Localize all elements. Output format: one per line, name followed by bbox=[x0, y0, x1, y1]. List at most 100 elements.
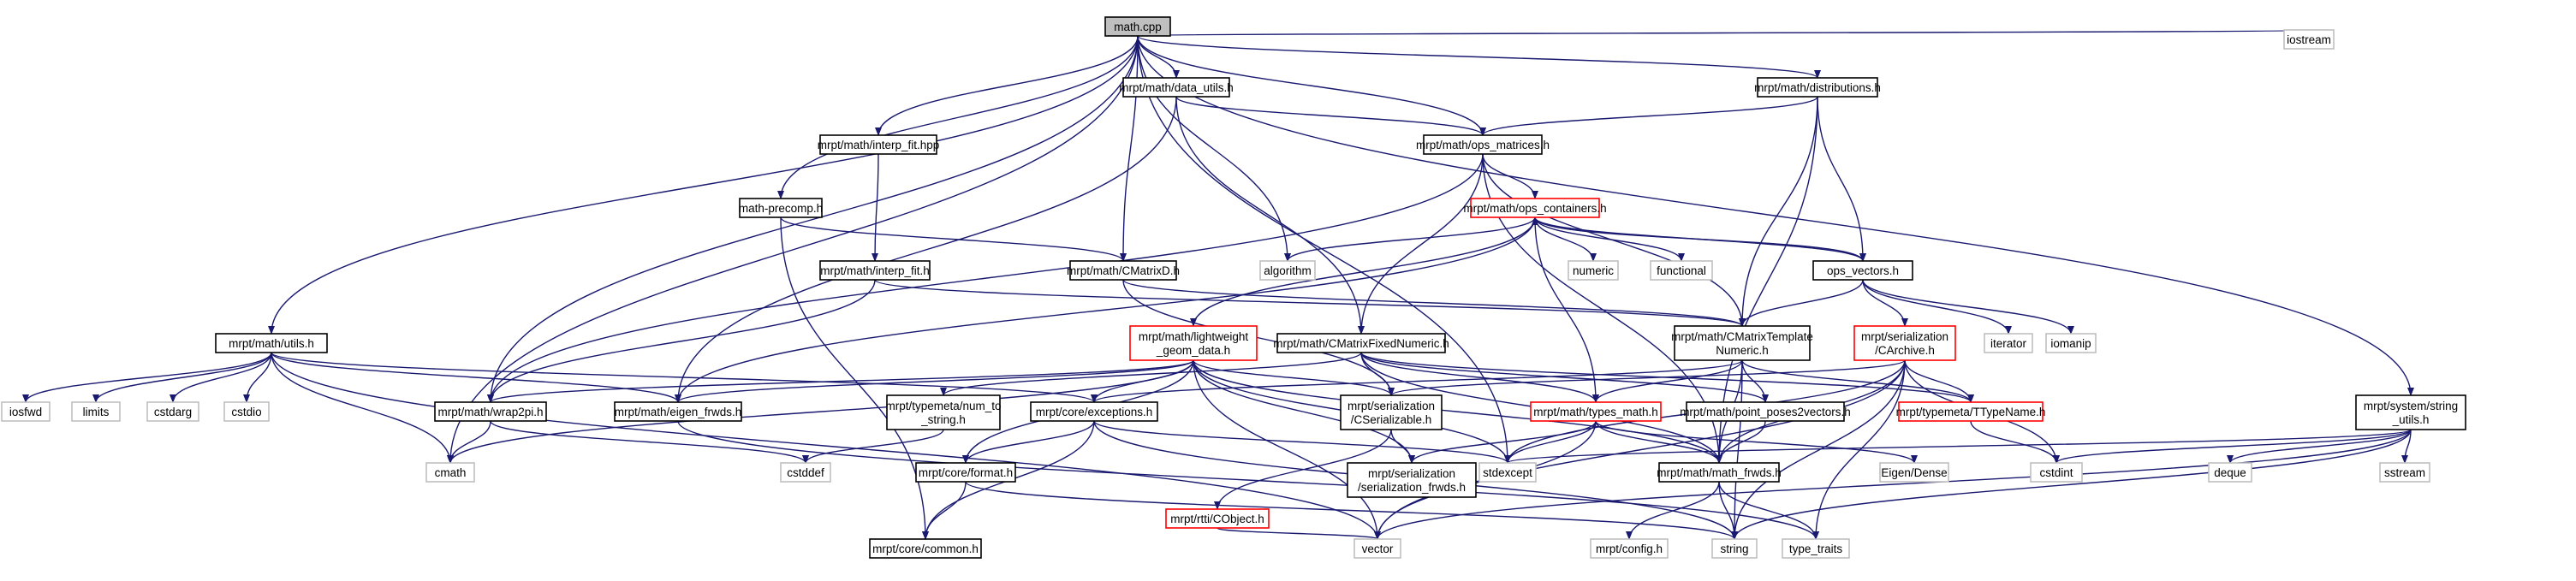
edge-utils-to-eigen_frwds bbox=[271, 352, 681, 403]
node-label: cstddef bbox=[787, 466, 824, 479]
node-string-utils[interactable]: mrpt/system/string_utils.h bbox=[2355, 394, 2466, 430]
node-box bbox=[1129, 325, 1258, 361]
node-cobject[interactable]: mrpt/rtti/CObject.h bbox=[1165, 508, 1270, 529]
node-format[interactable]: mrpt/core/format.h bbox=[915, 462, 1016, 483]
node-string: string bbox=[1711, 538, 1758, 559]
node-ops-matrices[interactable]: mrpt/math/ops_matrices.h bbox=[1416, 134, 1550, 155]
node-distributions[interactable]: mrpt/math/distributions.h bbox=[1754, 77, 1881, 98]
node-ops-vectors[interactable]: ops_vectors.h bbox=[1812, 260, 1913, 281]
edge-string_utils-to-vector bbox=[1374, 429, 2412, 540]
edge-utils-to-exceptions bbox=[271, 352, 1098, 403]
nodes-layer: math.cpp iostream mrpt/math/distributions.… bbox=[1, 16, 2466, 559]
node-lightweight[interactable]: mrpt/math/lightweight_geom_data.h bbox=[1129, 325, 1258, 361]
node-box bbox=[614, 401, 742, 422]
node-num-to-string[interactable]: mrpt/typemeta/num_to_string.h bbox=[885, 394, 1002, 430]
node-ttypename[interactable]: mrpt/typemeta/TTypeName.h bbox=[1896, 401, 2046, 422]
node-box bbox=[1353, 538, 1401, 559]
node-interp-fit-hpp[interactable]: mrpt/math/interp_fit.hpp bbox=[818, 134, 940, 155]
edge-string_utils-to-sstream bbox=[2401, 429, 2412, 464]
edge-distributions-to-ops_vectors bbox=[1817, 96, 1866, 262]
node-cserializable[interactable]: mrpt/serialization/CSerializable.h bbox=[1340, 394, 1443, 430]
edge-ops_vectors-to-iterator bbox=[1862, 279, 2012, 335]
node-ops-containers[interactable]: mrpt/math/ops_containers.h bbox=[1463, 198, 1607, 218]
edge-ops_containers-to-algorithm bbox=[1284, 216, 1536, 262]
edge-math_cpp-to-interp_fit_hpp bbox=[875, 35, 1139, 136]
edge-lightweight-to-serialization_frwds bbox=[1193, 359, 1415, 464]
node-box bbox=[1165, 508, 1270, 529]
edge-exceptions-to-format bbox=[962, 420, 1095, 464]
edge-interp_fit_h-to-cmatrixtemplate bbox=[874, 279, 1746, 327]
edge-math_cpp-to-cmath bbox=[447, 35, 1139, 464]
node-eigen-frwds[interactable]: mrpt/math/eigen_frwds.h bbox=[614, 401, 742, 422]
edge-ops_containers-to-types_math bbox=[1534, 216, 1599, 403]
node-carchive[interactable]: mrpt/serialization/CArchive.h bbox=[1853, 325, 1956, 361]
node-label: mrpt/math/types_math.h bbox=[1533, 406, 1658, 418]
node-label: Numeric.h bbox=[1716, 344, 1769, 357]
node-label: mrpt/math/math_frwds.h bbox=[1657, 466, 1782, 479]
node-box bbox=[1568, 260, 1619, 281]
node-iostream: iostream bbox=[2283, 29, 2335, 50]
node-utils[interactable]: mrpt/math/utils.h bbox=[215, 333, 328, 353]
node-box bbox=[425, 462, 475, 483]
edge-utils-to-vector bbox=[271, 352, 1381, 540]
edge-lightweight-to-math_frwds bbox=[1193, 359, 1722, 464]
node-type-traits: type_traits bbox=[1782, 538, 1850, 559]
node-label: mrpt/serialization bbox=[1861, 330, 1948, 343]
node-box bbox=[1478, 462, 1537, 483]
edge-carchive-to-cserializable bbox=[1388, 359, 1906, 396]
node-label: mrpt/math/ops_containers.h bbox=[1463, 202, 1606, 215]
node-interp-fit-h[interactable]: mrpt/math/interp_fit.h bbox=[819, 260, 931, 281]
edge-types_math-to-serialization_frwds bbox=[1408, 420, 1597, 464]
node-box bbox=[1340, 394, 1443, 430]
node-box bbox=[1674, 325, 1811, 361]
node-math-precomp[interactable]: math-precomp.h bbox=[739, 198, 823, 218]
node-cmatrixd[interactable]: mrpt/math/CMatrixD.h bbox=[1067, 260, 1180, 281]
node-label: _geom_data.h bbox=[1156, 344, 1230, 357]
edge-wrap2pi-to-cstddef bbox=[490, 420, 809, 464]
node-serialization-frwds[interactable]: mrpt/serialization/serialization_frwds.h bbox=[1347, 462, 1477, 498]
edge-cmatrixtemplate-to-string bbox=[1731, 359, 1743, 540]
node-functional: functional bbox=[1650, 260, 1713, 281]
node-types-math[interactable]: mrpt/math/types_math.h bbox=[1530, 401, 1662, 422]
node-math-frwds[interactable]: mrpt/math/math_frwds.h bbox=[1657, 462, 1782, 483]
node-data-utils[interactable]: mrpt/math/data_utils.h bbox=[1119, 77, 1234, 98]
edge-ops_vectors-to-cmatrixtemplate bbox=[1739, 279, 1864, 327]
edge-math_frwds-to-type_traits bbox=[1718, 481, 1819, 540]
edge-utils-to-cstdio bbox=[243, 352, 272, 403]
node-cmatrixfixed[interactable]: mrpt/math/CMatrixFixedNumeric.h bbox=[1273, 333, 1449, 353]
node-sstream: sstream bbox=[2379, 462, 2430, 483]
node-box bbox=[434, 401, 547, 422]
edge-utils-to-cmath bbox=[271, 352, 454, 464]
edge-math_precomp-to-cmatrixd bbox=[780, 216, 1127, 262]
node-label: mrpt/system/string bbox=[2364, 400, 2458, 412]
edge-ops_containers-to-eigen_frwds bbox=[675, 216, 1536, 403]
node-wrap2pi[interactable]: mrpt/math/wrap2pi.h bbox=[434, 401, 547, 422]
node-eigen-dense: Eigen/Dense bbox=[1879, 462, 1949, 483]
edge-math_cpp-to-string_utils bbox=[1137, 35, 2414, 396]
node-label: /serialization_frwds.h bbox=[1358, 481, 1466, 494]
node-algorithm: algorithm bbox=[1259, 260, 1316, 281]
node-label: mrpt/serialization bbox=[1368, 467, 1455, 480]
edge-distributions-to-math_frwds bbox=[1716, 96, 1818, 464]
node-box bbox=[1782, 538, 1850, 559]
node-label: mrpt/math/interp_fit.h bbox=[820, 264, 930, 277]
node-label: mrpt/math/eigen_frwds.h bbox=[615, 406, 742, 418]
node-box bbox=[223, 401, 270, 422]
node-deque: deque bbox=[2208, 462, 2252, 483]
edge-types_math-to-math_frwds bbox=[1595, 420, 1722, 464]
edge-ttypename-to-cstdint bbox=[1970, 420, 2060, 464]
edge-point_poses-to-math_frwds bbox=[1716, 420, 1766, 464]
edge-eigen_frwds-to-type_traits bbox=[677, 420, 1819, 540]
edge-utils-to-limits bbox=[92, 352, 272, 403]
edge-lightweight-to-vector bbox=[1193, 359, 1381, 540]
node-cstdarg: cstdarg bbox=[146, 401, 199, 422]
node-exceptions[interactable]: mrpt/core/exceptions.h bbox=[1030, 401, 1158, 422]
node-box bbox=[1530, 401, 1662, 422]
edge-utils-to-iosfwd bbox=[22, 352, 272, 403]
node-point-poses[interactable]: mrpt/math/point_poses2vectors.h bbox=[1680, 401, 1851, 422]
node-math-cpp[interactable]: math.cpp bbox=[1104, 16, 1171, 37]
node-label: limits bbox=[83, 406, 110, 418]
node-common[interactable]: mrpt/core/common.h bbox=[869, 538, 982, 559]
node-label: mrpt/math/utils.h bbox=[229, 337, 314, 350]
